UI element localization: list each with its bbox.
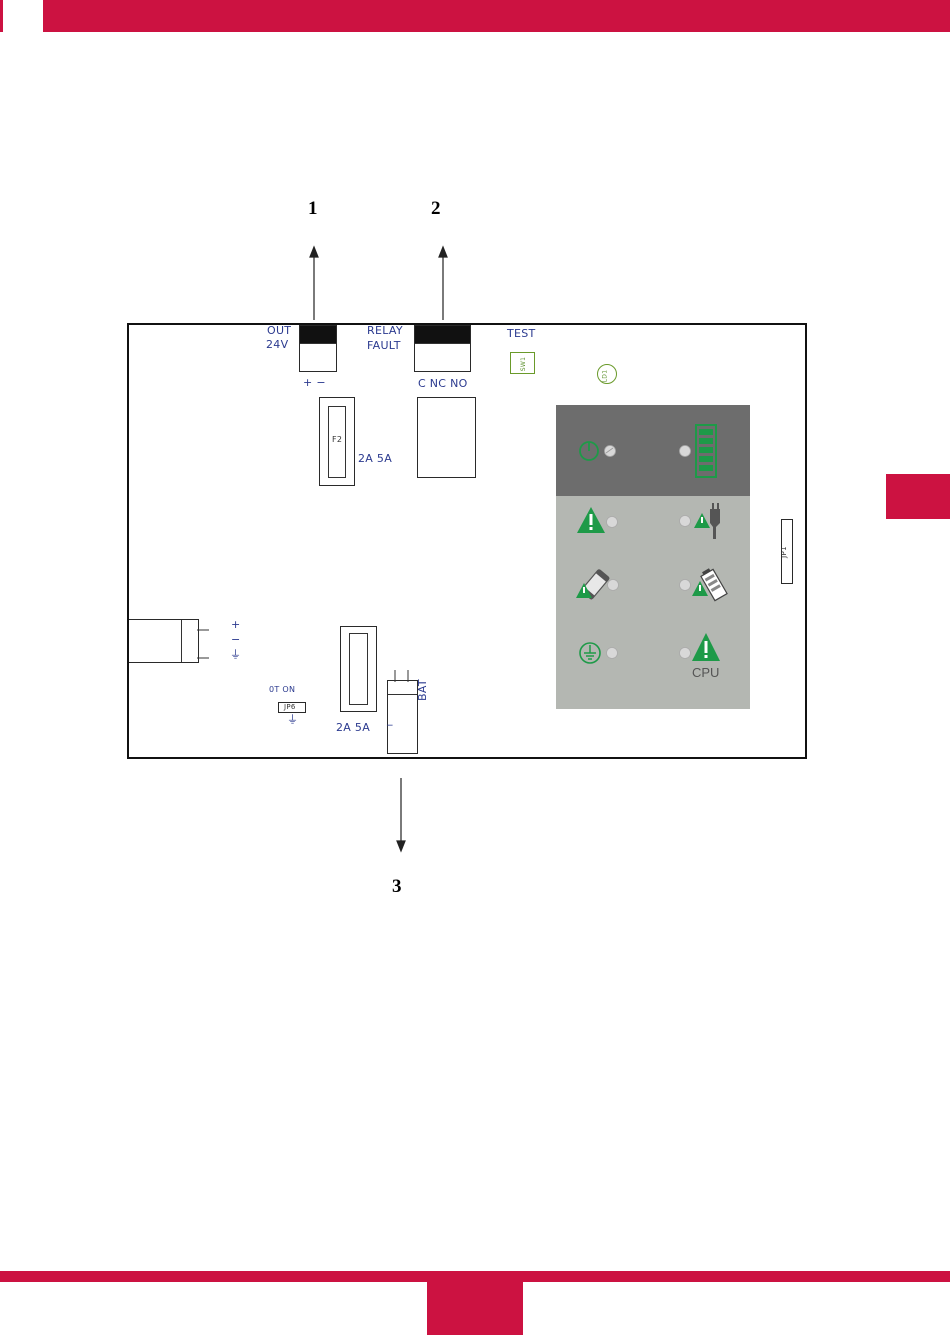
test-switch[interactable]: SW1 <box>510 352 535 374</box>
battery-label: BAT <box>417 679 429 701</box>
cpu-label: CPU <box>692 665 719 680</box>
arrow-3-head <box>397 841 405 851</box>
power-led-icon <box>578 439 620 463</box>
relay-component <box>417 397 476 478</box>
fuse-holder-2 <box>340 626 377 712</box>
relay-terminal <box>414 325 471 372</box>
jp1-label: JP1 <box>778 546 790 558</box>
mains-fault-icon <box>676 501 726 541</box>
fuse-1-rating: 2A 5A <box>358 453 392 465</box>
battery-connector-pins <box>392 670 412 682</box>
fuse-holder-1: F2 <box>319 397 355 486</box>
jp1-connector: JP1 <box>781 519 793 584</box>
earth-fault-icon <box>578 641 624 667</box>
out-voltage-label: 24V <box>266 339 288 351</box>
fuse-fault-icon <box>574 567 624 605</box>
relay-fault-label: FAULT <box>367 340 401 352</box>
jp6-options-label: 0T ON <box>269 684 295 696</box>
cpu-fault-icon <box>676 631 726 667</box>
led-status-panel: CPU <box>556 405 750 709</box>
jp6-label: JP6 <box>284 703 296 712</box>
battery-connector <box>387 680 418 754</box>
test-switch-label: SW1 <box>518 357 530 371</box>
jp6-jumper[interactable]: JP6 <box>278 702 306 713</box>
jp6-ground-label: ⏚ <box>287 714 298 726</box>
battery-fault-icon <box>676 567 728 605</box>
out-label: OUT <box>267 325 291 337</box>
output-terminal <box>299 325 337 372</box>
fuse-1-code: F2 <box>332 434 342 446</box>
battery-minus-label: − <box>386 720 394 732</box>
dc-plus-label: + <box>231 619 241 631</box>
arrow-1-head <box>310 247 318 257</box>
relay-pins-label: C NC NO <box>418 378 468 390</box>
arrow-2-head <box>439 247 447 257</box>
fuse-2-rating: 2A 5A <box>336 722 370 734</box>
dc-minus-label: − <box>231 634 241 646</box>
general-fault-icon <box>576 505 622 537</box>
relay-label: RELAY <box>367 325 403 337</box>
dc-input-leads <box>197 627 211 661</box>
test-label: TEST <box>507 328 536 340</box>
out-polarity-label: + − <box>303 377 326 389</box>
led-label: LD1 <box>599 370 611 383</box>
dc-ground-label: ⏚ <box>230 649 241 661</box>
status-led-footprint: LD1 <box>597 364 617 384</box>
circuit-board: OUT 24V + − RELAY FAULT C NC NO F2 2A 5A… <box>127 323 807 759</box>
dc-input-connector <box>129 619 199 663</box>
battery-level-icon <box>676 423 722 479</box>
